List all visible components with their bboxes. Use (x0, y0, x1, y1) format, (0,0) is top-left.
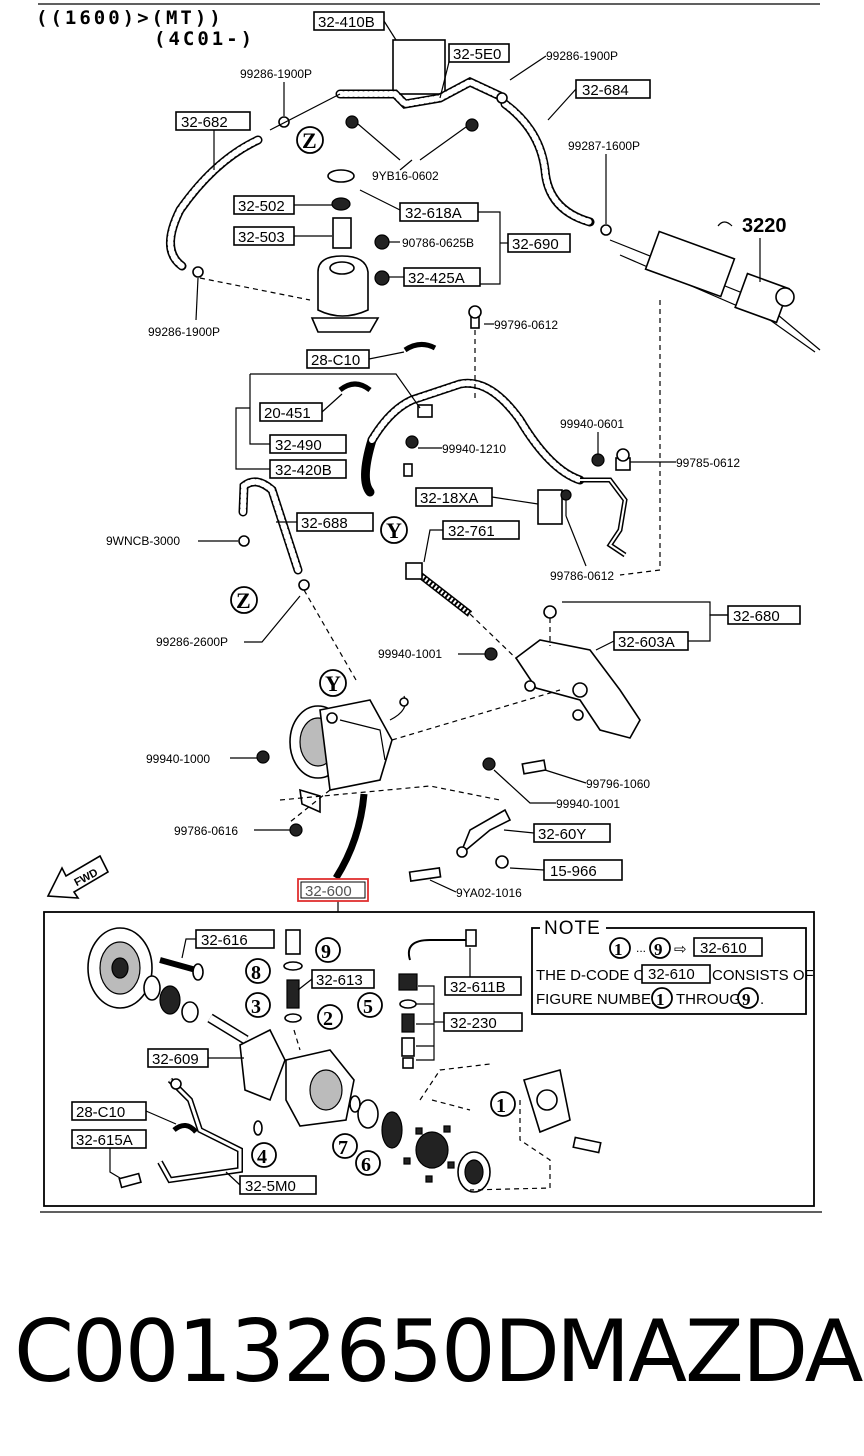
label-99286-2600P: 99286-2600P (156, 635, 228, 649)
label-32-503: 32-503 (238, 229, 285, 246)
label-32-684: 32-684 (582, 82, 629, 99)
label-32-611B: 32-611B (450, 979, 506, 996)
label-9YB16-0602: 9YB16-0602 (372, 169, 439, 183)
label-99796-0612: 99796-0612 (494, 318, 558, 332)
marker-4: 4 (257, 1146, 267, 1168)
label-32-410B: 32-410B (318, 14, 375, 31)
label-32-420B: 32-420B (275, 462, 332, 479)
fwd-arrow: FWD (46, 854, 110, 899)
label-32-609: 32-609 (152, 1051, 199, 1068)
marker-6: 6 (361, 1154, 371, 1176)
bracket-32-603A (484, 605, 641, 739)
label-99786-0616: 99786-0616 (174, 824, 238, 838)
label-9YA02-1016: 9YA02-1016 (456, 886, 522, 900)
note-marker-1b: 1 (656, 990, 665, 1009)
label-32-18XA: 32-18XA (420, 490, 478, 507)
note-line3-pre: FIGURE NUMBERS (536, 991, 672, 1008)
marker-2: 2 (323, 1008, 333, 1030)
label-32-615A: 32-615A (76, 1132, 133, 1149)
label-99940-1001-lower: 99940-1001 (556, 797, 620, 811)
note-arrow: ⇨ (674, 941, 687, 958)
note-marker-9: 9 (654, 940, 663, 959)
marker-y-pump: Y (325, 671, 341, 696)
plain-labels: 99286-1900P 99286-1900P 99287-1600P 9YB1… (106, 49, 740, 900)
label-32-616: 32-616 (201, 932, 248, 949)
marker-9: 9 (321, 941, 331, 963)
label-99940-0601: 99940-0601 (560, 417, 624, 431)
label-32-680: 32-680 (733, 608, 780, 625)
label-32-230: 32-230 (450, 1015, 497, 1032)
callout-markers: Z Y Z Y 9 8 3 2 5 1 4 7 6 (230, 126, 516, 1176)
label-99940-1000: 99940-1000 (146, 752, 210, 766)
marker-5: 5 (363, 996, 373, 1018)
highlight-32-600 (297, 878, 369, 902)
label-32-600: 32-600 (305, 883, 352, 900)
hose-return (361, 435, 377, 497)
label-32-425A: 32-425A (408, 270, 465, 287)
boxed-labels: 32-410B 32-5E0 32-684 32-682 32-502 32-6… (71, 11, 801, 1195)
label-99796-1060: 99796-1060 (586, 777, 650, 791)
note-ellipsis: ... (636, 941, 646, 955)
marker-7: 7 (338, 1137, 348, 1159)
pump-assembly (256, 689, 561, 823)
exploded-pump (87, 927, 602, 1193)
note-line3-mid: THROUGH (676, 991, 752, 1008)
label-32-60Y: 32-60Y (538, 826, 586, 843)
label-99940-1001-upper: 99940-1001 (378, 647, 442, 661)
marker-3: 3 (251, 996, 261, 1018)
label-32-5E0: 32-5E0 (453, 46, 501, 63)
label-32-690: 32-690 (512, 236, 559, 253)
label-99286-1900P-top-right: 99286-1900P (546, 49, 618, 63)
label-20-451: 20-451 (264, 405, 311, 422)
marker-z-mid: Z (236, 588, 251, 613)
hose-32-684 (500, 99, 595, 227)
bolt-32-761 (405, 562, 527, 669)
marker-1: 1 (496, 1095, 506, 1117)
note-line2-post: CONSISTS OF (712, 967, 814, 984)
header-line1: ((1600)>(MT)) (36, 7, 224, 29)
label-32-618A: 32-618A (405, 205, 462, 222)
note-line2-pre: THE D-CODE OF (536, 967, 654, 984)
note-target-code: 32-610 (700, 940, 747, 957)
steering-rack (609, 230, 821, 576)
label-99785-0612: 99785-0612 (676, 456, 740, 470)
label-99786-0612: 99786-0612 (550, 569, 614, 583)
label-99286-1900P-left: 99286-1900P (148, 325, 220, 339)
label-32-502: 32-502 (238, 198, 285, 215)
label-32-682: 32-682 (181, 114, 228, 131)
marker-z-top: Z (302, 128, 317, 153)
footer-brand: MAZDA (556, 1302, 863, 1402)
note-line3-end: . (760, 991, 764, 1008)
reservoir-assembly (310, 39, 505, 333)
label-99940-1210: 99940-1210 (442, 442, 506, 456)
label-15-966: 15-966 (550, 863, 597, 880)
note-line2-code: 32-610 (648, 966, 695, 983)
footer-part-code: C00132650D (14, 1302, 560, 1402)
bracket-32-60Y (459, 808, 512, 856)
label-99287-1600P: 99287-1600P (568, 139, 640, 153)
label-90786-0625B: 90786-0625B (402, 236, 474, 250)
label-32-5M0: 32-5M0 (245, 1178, 296, 1195)
label-32-613: 32-613 (316, 972, 363, 989)
cover-32-609 (239, 1028, 286, 1102)
label-32-603A: 32-603A (618, 634, 675, 651)
note-marker-9b: 9 (742, 990, 751, 1009)
label-32-761: 32-761 (448, 523, 495, 540)
marker-y-mid: Y (386, 518, 402, 543)
note-box: NOTE 1 ... 9 ⇨ 32-610 THE D-CODE OF 32-6… (531, 918, 814, 1015)
label-32-490: 32-490 (275, 437, 322, 454)
header-line2: (4C01-) (154, 28, 255, 50)
marker-8: 8 (251, 962, 261, 984)
label-32-688: 32-688 (301, 515, 348, 532)
note-title: NOTE (544, 918, 601, 939)
label-28-C10-bottom: 28-C10 (76, 1104, 125, 1121)
label-99286-1900P-top-left: 99286-1900P (240, 67, 312, 81)
note-marker-1: 1 (614, 940, 623, 959)
label-9WNCB-3000: 9WNCB-3000 (106, 534, 180, 548)
label-28-C10-top: 28-C10 (311, 352, 360, 369)
group-ref-3220: 3220 (742, 215, 787, 237)
